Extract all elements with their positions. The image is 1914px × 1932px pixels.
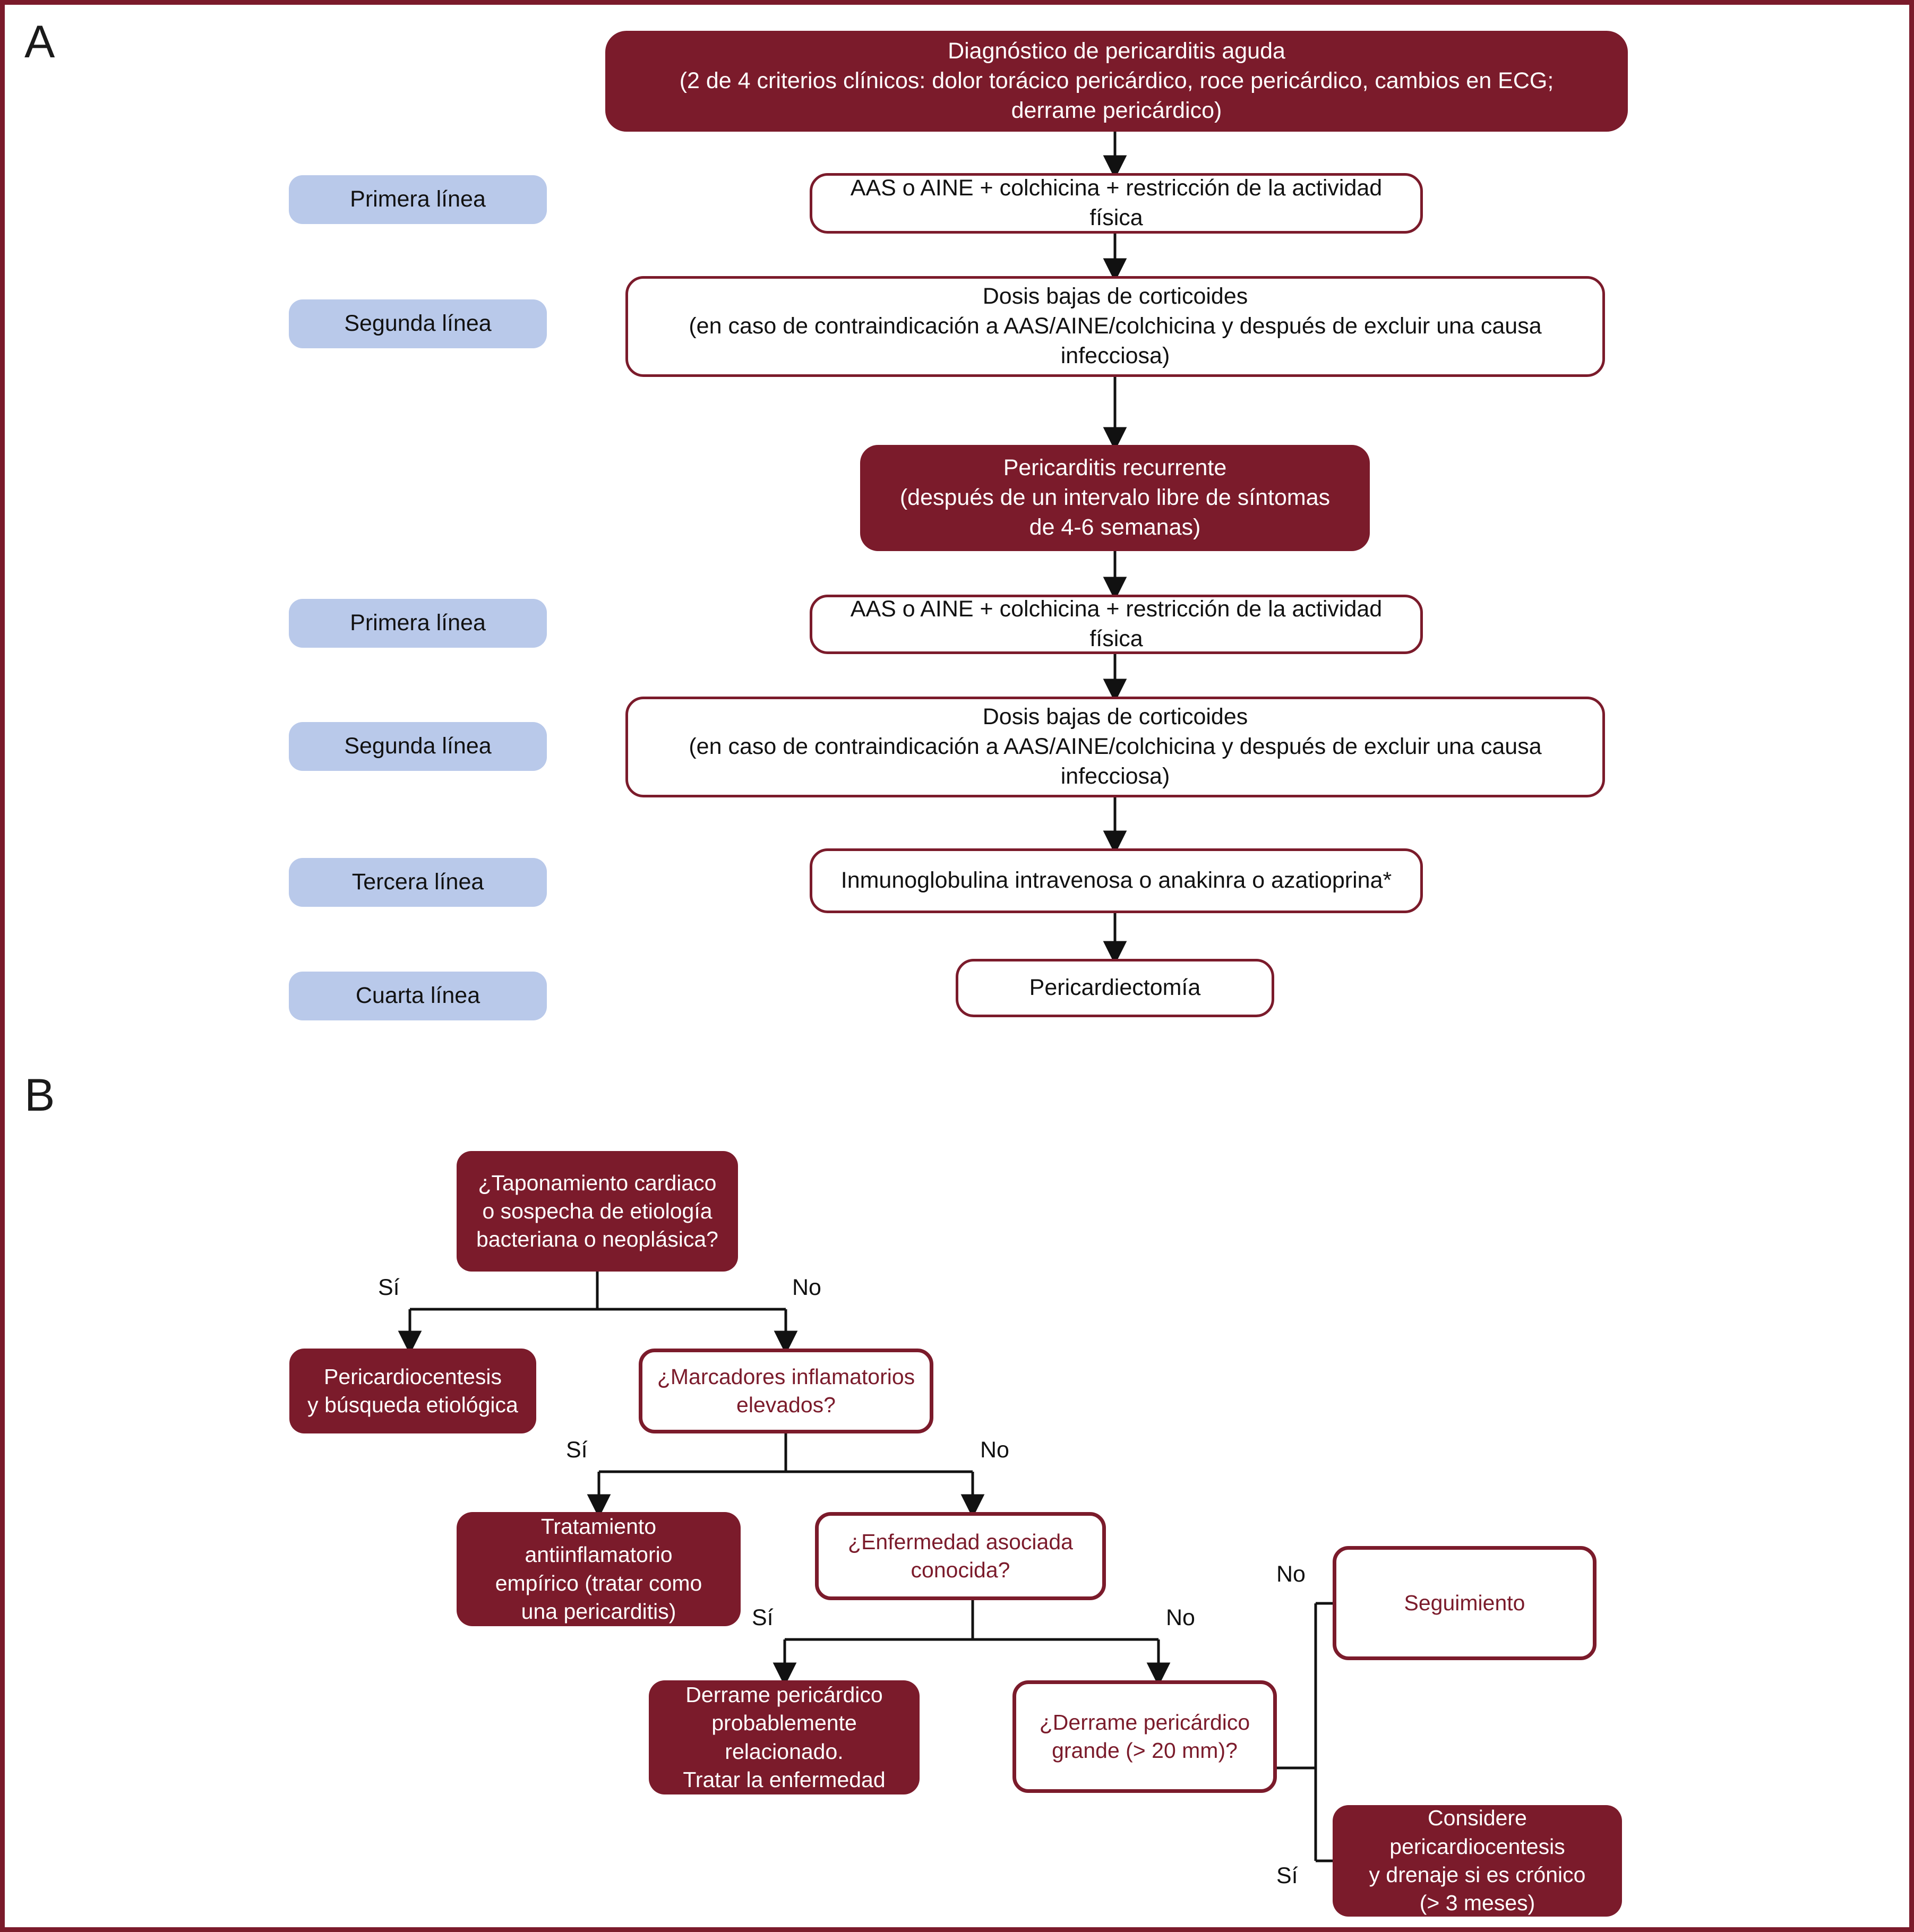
- stage-label-text: Primera línea: [350, 186, 486, 212]
- node-marcadores-inflamatorios: ¿Marcadores inflamatorios elevados?: [639, 1349, 933, 1433]
- node-text: AAS o AINE + colchicina + restricción de…: [850, 596, 1383, 651]
- stage-label-primera-linea-2: Primera línea: [289, 599, 547, 648]
- node-text: Pericardiectomía: [1029, 975, 1201, 1001]
- node-text: Pericarditis recurrente (después de un i…: [899, 455, 1331, 540]
- node-text: Pericardiocentesis y búsqueda etiológica: [307, 1364, 518, 1417]
- node-text: Inmunoglobulina intravenosa o anakinra o…: [840, 868, 1392, 894]
- node-seguimiento: Seguimiento: [1333, 1546, 1597, 1660]
- node-text: Dosis bajas de corticoides (en caso de c…: [689, 704, 1542, 789]
- node-taponamiento-cardiaco: ¿Taponamiento cardiaco o sospecha de eti…: [457, 1151, 738, 1272]
- node-pericarditis-recurrente: Pericarditis recurrente (después de un i…: [860, 445, 1370, 551]
- stage-label-segunda-linea-1: Segunda línea: [289, 299, 547, 348]
- node-primera-linea-tratamiento-2: AAS o AINE + colchicina + restricción de…: [810, 595, 1423, 654]
- node-tercera-linea-inmunoglobulina: Inmunoglobulina intravenosa o anakinra o…: [810, 848, 1423, 913]
- node-primera-linea-tratamiento-1: AAS o AINE + colchicina + restricción de…: [810, 173, 1423, 234]
- node-derrame-probablemente-relacionado: Derrame pericárdico probablemente relaci…: [649, 1680, 920, 1794]
- branch-label-derrame-no: No: [1276, 1561, 1306, 1587]
- stage-label-text: Segunda línea: [344, 311, 492, 337]
- branch-label-enfermedad-si: Sí: [752, 1605, 774, 1630]
- node-text: Seguimiento: [1404, 1590, 1525, 1615]
- stage-label-primera-linea-1: Primera línea: [289, 175, 547, 224]
- stage-label-segunda-linea-2: Segunda línea: [289, 722, 547, 771]
- node-pericardiocentesis-busqueda: Pericardiocentesis y búsqueda etiológica: [289, 1349, 536, 1433]
- branch-label-taponamiento-si: Sí: [378, 1275, 400, 1300]
- node-considere-pericardiocentesis: Considere pericardiocentesis y drenaje s…: [1333, 1805, 1622, 1917]
- node-diagnostico-pericarditis-aguda: Diagnóstico de pericarditis aguda (2 de …: [605, 31, 1628, 132]
- panel-b-letter: B: [24, 1070, 55, 1121]
- branch-label-marcadores-si: Sí: [566, 1437, 588, 1463]
- branch-label-enfermedad-no: No: [1166, 1605, 1195, 1630]
- node-text: Considere pericardiocentesis y drenaje s…: [1369, 1806, 1586, 1916]
- node-text: ¿Taponamiento cardiaco o sospecha de eti…: [476, 1170, 718, 1252]
- stage-label-text: Primera línea: [350, 610, 486, 636]
- node-tratamiento-antiinflamatorio-empirico: Tratamiento antiinflamatorio empírico (t…: [457, 1512, 741, 1626]
- stage-label-cuarta-linea: Cuarta línea: [289, 972, 547, 1020]
- stage-label-tercera-linea: Tercera línea: [289, 858, 547, 907]
- panel-a-letter: A: [24, 16, 55, 67]
- node-text: Derrame pericárdico probablemente relaci…: [683, 1682, 886, 1792]
- node-text: ¿Marcadores inflamatorios elevados?: [657, 1364, 915, 1417]
- node-text: AAS o AINE + colchicina + restricción de…: [850, 175, 1383, 230]
- node-text: Dosis bajas de corticoides (en caso de c…: [689, 284, 1542, 368]
- stage-label-text: Cuarta línea: [355, 983, 480, 1009]
- node-derrame-grande: ¿Derrame pericárdico grande (> 20 mm)?: [1012, 1680, 1277, 1793]
- node-text: Tratamiento antiinflamatorio empírico (t…: [495, 1514, 702, 1624]
- node-text: Diagnóstico de pericarditis aguda (2 de …: [679, 38, 1554, 123]
- node-text: ¿Enfermedad asociada conocida?: [848, 1529, 1073, 1582]
- branch-label-marcadores-no: No: [980, 1437, 1009, 1463]
- branch-label-taponamiento-no: No: [792, 1275, 821, 1300]
- node-cuarta-linea-pericardiectomia: Pericardiectomía: [956, 959, 1274, 1017]
- stage-label-text: Tercera línea: [351, 869, 484, 895]
- node-segunda-linea-corticoides-1: Dosis bajas de corticoides (en caso de c…: [625, 276, 1605, 377]
- node-text: ¿Derrame pericárdico grande (> 20 mm)?: [1039, 1710, 1250, 1763]
- stage-label-text: Segunda línea: [344, 733, 492, 759]
- node-enfermedad-asociada-conocida: ¿Enfermedad asociada conocida?: [815, 1512, 1106, 1600]
- node-segunda-linea-corticoides-2: Dosis bajas de corticoides (en caso de c…: [625, 697, 1605, 797]
- branch-label-derrame-si: Sí: [1276, 1863, 1298, 1888]
